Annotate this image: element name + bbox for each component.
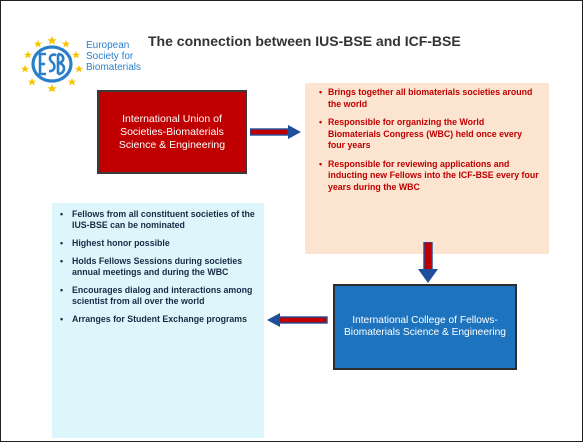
logo-line-1: European <box>86 40 130 51</box>
logo-line-3: Biomaterials <box>86 62 142 73</box>
logo-stars <box>20 36 84 92</box>
ius-bse-description-panel: Brings together all biomaterials societi… <box>305 83 549 254</box>
icf-point: Highest honor possible <box>60 238 258 249</box>
ius-point: Responsible for reviewing applications a… <box>319 159 539 194</box>
ius-bse-points: Brings together all biomaterials societi… <box>305 83 549 193</box>
ius-bse-box: International Union of Societies-Biomate… <box>97 90 247 174</box>
slide-title: The connection between IUS-BSE and ICF-B… <box>148 33 461 49</box>
logo-line-2: Society for <box>86 51 134 62</box>
icf-bse-box: International College of Fellows-Biomate… <box>333 284 517 370</box>
ius-bse-label: International Union of Societies-Biomate… <box>118 112 226 151</box>
icf-point: Arranges for Student Exchange programs <box>60 314 258 325</box>
icf-point: Holds Fellows Sessions during societies … <box>60 256 258 278</box>
arrow-down-icon <box>418 242 438 283</box>
icf-bse-points: Fellows from all constituent societies o… <box>52 203 264 325</box>
ius-point: Responsible for organizing the World Bio… <box>319 117 539 152</box>
arrow-right-icon <box>250 125 301 139</box>
icf-bse-label: International College of Fellows-Biomate… <box>344 315 506 338</box>
icf-point: Encourages dialog and interactions among… <box>60 285 258 307</box>
logo-text: European Society for Biomaterials <box>86 40 141 73</box>
esb-logo-icon <box>20 36 84 92</box>
ius-point: Brings together all biomaterials societi… <box>319 87 539 110</box>
icf-point: Fellows from all constituent societies o… <box>60 209 258 231</box>
icf-bse-description-panel: Fellows from all constituent societies o… <box>52 203 264 438</box>
arrow-left-icon <box>267 313 328 327</box>
